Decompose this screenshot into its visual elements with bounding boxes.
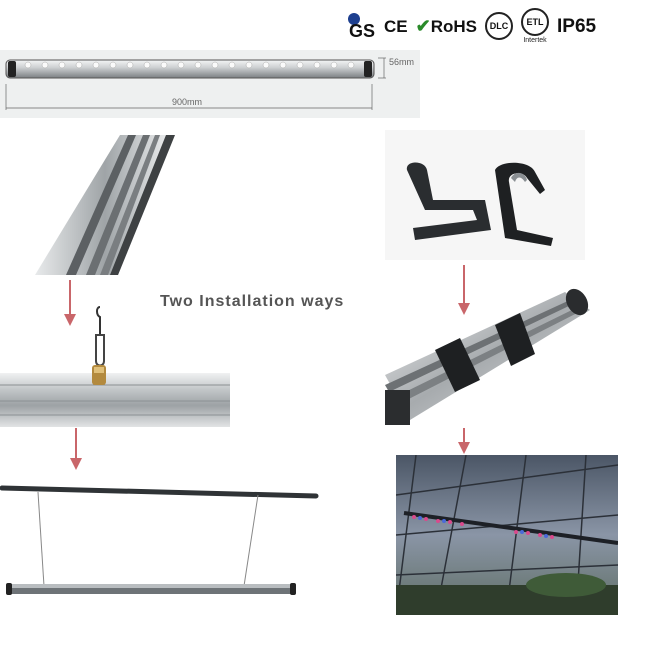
light-bar-drawing [5,57,386,110]
arrow-down-icon [70,428,82,470]
rohs-label: RoHS [430,17,477,36]
arrow-down-icon [64,280,76,326]
greenhouse-photo [396,455,618,615]
profile-closeup-photo [0,135,230,275]
rohs-mark: ✔RoHS [416,17,477,35]
gs-mark: GS [346,11,376,41]
certification-logos: GS CE ✔RoHS DLC ETL Intertek IP65 [346,6,636,46]
mounting-clips-photo [385,130,585,260]
ip-rating: IP65 [557,15,597,37]
etl-sub-label: Intertek [523,37,547,44]
etl-mark: ETL Intertek [521,8,549,44]
svg-text:GS: GS [349,21,375,41]
spec-drawing-panel: 56mm 900mm [0,50,420,118]
dlc-mark: DLC [485,12,513,40]
arrow-down-icon [458,428,470,454]
ce-mark: CE [384,16,408,36]
checkmark-icon: ✔ [415,16,431,36]
installation-title: Two Installation ways [160,293,345,310]
height-dimension: 56mm [389,57,415,67]
arrow-down-icon [458,265,470,315]
length-dimension: 900mm [172,97,203,107]
hanging-hook-photo [0,305,230,430]
etl-logo: ETL [521,8,549,36]
clipped-bar-photo [385,280,595,425]
suspended-bar-photo [0,478,320,603]
